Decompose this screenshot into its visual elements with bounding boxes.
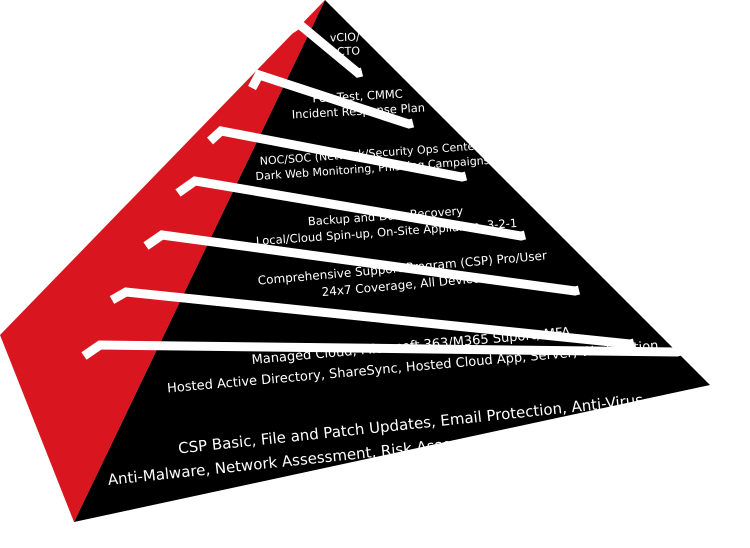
tier-1-line-2: vCTO	[330, 44, 360, 58]
tier-separator	[175, 176, 527, 241]
tier-2-line-1: Pen Test, CMMC	[312, 87, 403, 106]
tier-separator	[81, 340, 683, 360]
tier-separator	[248, 69, 415, 129]
pyramid-red-face	[0, 0, 325, 522]
tier-2-line-2: Incident Response Plan	[291, 101, 425, 122]
tier-2: Pen Test, CMMC Incident Response Plan	[291, 87, 425, 122]
tier-1: vCIO/ vCTO	[330, 30, 361, 58]
pyramid-dark-face	[74, 0, 710, 522]
tier-1-line-1: vCIO/	[330, 30, 361, 44]
tier-separator	[109, 287, 636, 349]
tier-separator	[143, 230, 581, 296]
tier-separator	[206, 126, 468, 182]
tier-separator	[282, 18, 364, 78]
